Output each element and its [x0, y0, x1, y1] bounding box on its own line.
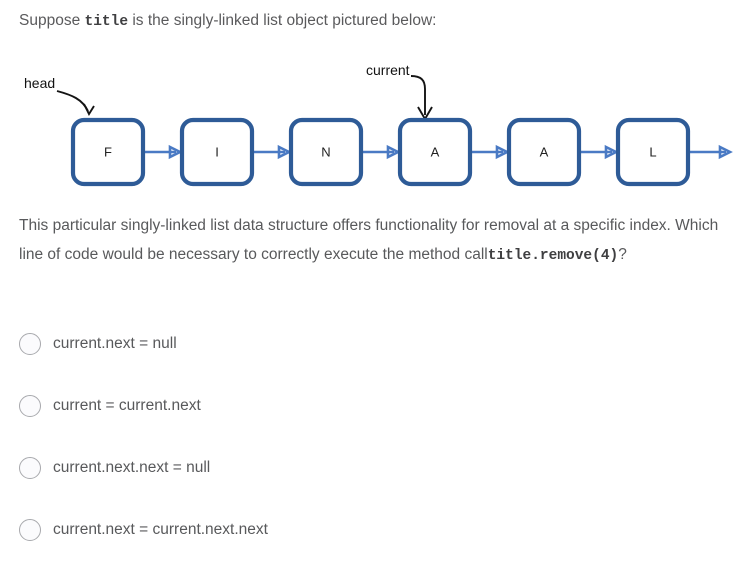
option-row-2[interactable]: current = current.next [19, 391, 719, 420]
head-pointer-label: head [24, 75, 55, 91]
option-row-3[interactable]: current.next.next = null [19, 453, 719, 482]
intro-line: Suppose title is the singly-linked list … [19, 10, 436, 33]
question-code-call: title.remove(4) [487, 248, 619, 264]
radio-button-icon[interactable] [19, 332, 41, 355]
node-I: I [179, 117, 255, 187]
option-label: current = current.next [53, 396, 201, 414]
node-label: N [321, 144, 330, 159]
radio-button-icon[interactable] [19, 394, 41, 417]
current-pointer-label: current [366, 62, 410, 78]
node-A-2: A [506, 117, 582, 187]
node-label: F [104, 144, 112, 159]
option-row-1[interactable]: current.next = null [19, 329, 719, 358]
question-line-2: specific index. Which line of code would… [19, 217, 719, 263]
option-label: current.next = null [53, 334, 177, 352]
current-pointer-arrow [410, 75, 433, 121]
node-label: I [215, 144, 219, 159]
answer-options: current.next = null current = current.ne… [19, 329, 719, 577]
question-line-3-before: method call [408, 246, 488, 263]
intro-code-title: title [84, 14, 129, 30]
radio-button-icon[interactable] [19, 456, 41, 479]
intro-text-after: is the singly-linked list object picture… [132, 12, 437, 29]
option-label: current.next.next = null [53, 458, 211, 476]
node-label: A [431, 144, 440, 159]
node-N: N [288, 117, 364, 187]
node-L: L [615, 117, 691, 187]
node-link-arrows [143, 144, 733, 160]
head-pointer-arrow [56, 90, 95, 116]
radio-button-icon[interactable] [19, 518, 41, 541]
node-label: L [649, 144, 656, 159]
option-row-4[interactable]: current.next = current.next.next [19, 515, 719, 544]
question-line-3-after: ? [618, 246, 627, 263]
node-F: F [70, 117, 146, 187]
question-body: This particular singly-linked list data … [19, 211, 731, 271]
linked-list-diagram: head current F I N [0, 55, 753, 205]
node-A-1: A [397, 117, 473, 187]
question-line-1: This particular singly-linked list data … [19, 217, 570, 234]
node-label: A [540, 144, 549, 159]
intro-text-before: Suppose [19, 12, 81, 29]
option-label: current.next = current.next.next [53, 520, 268, 538]
